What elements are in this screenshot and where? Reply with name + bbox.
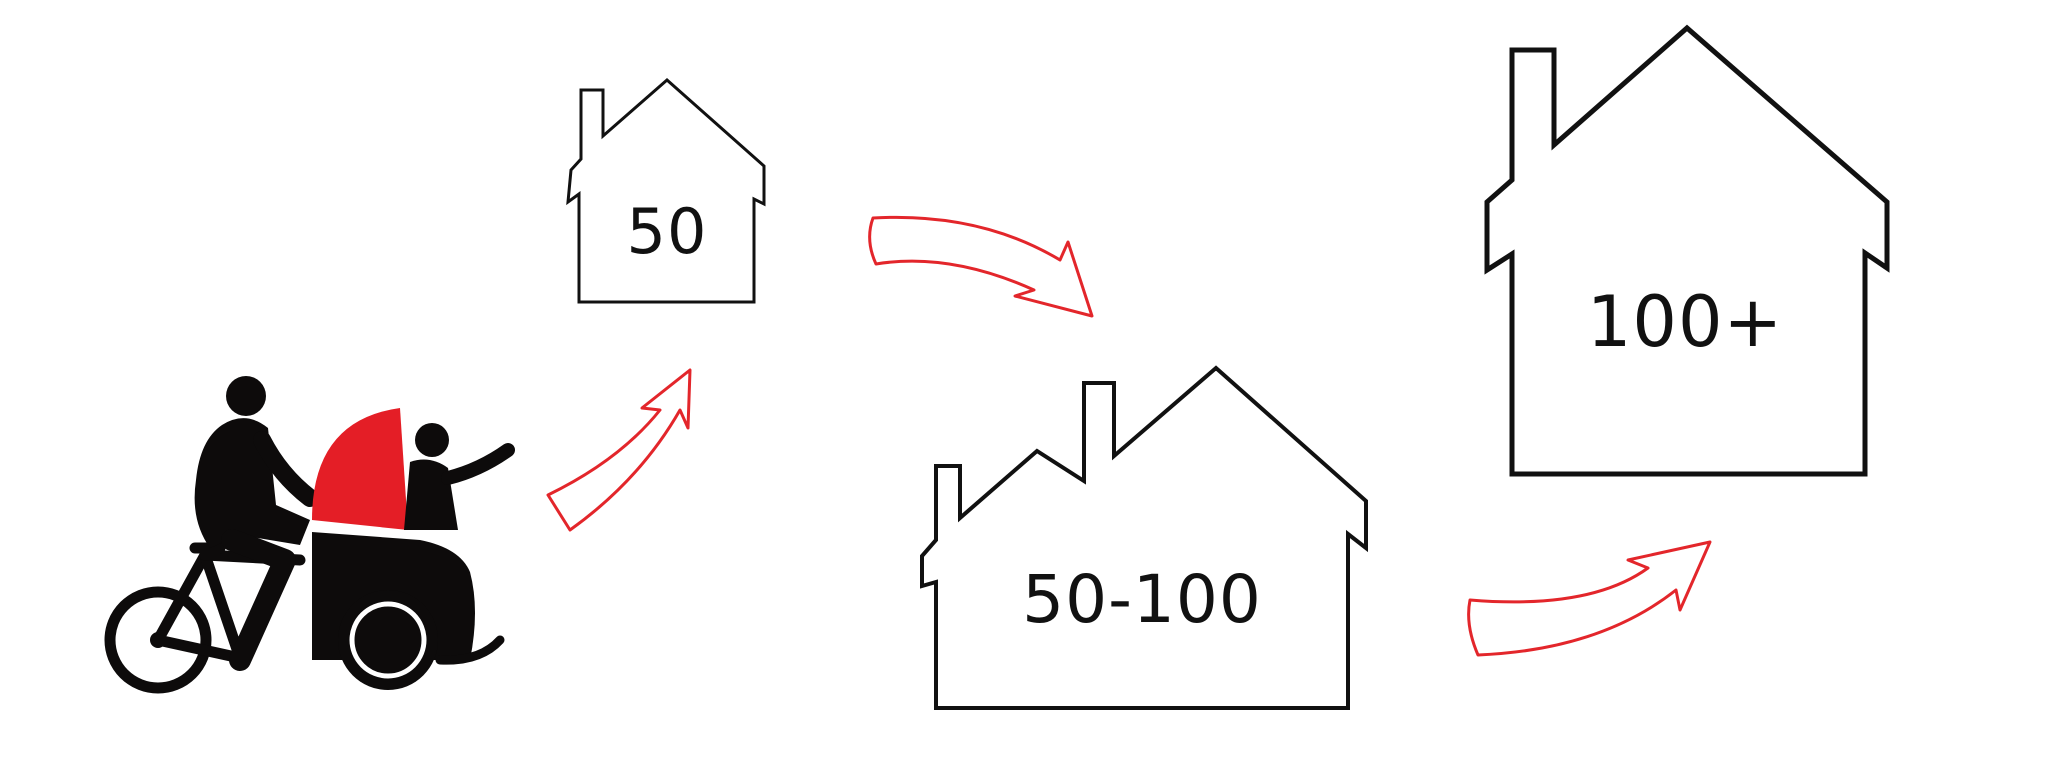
passenger-head bbox=[415, 423, 449, 457]
seat-divider bbox=[311, 525, 413, 539]
rider-head bbox=[226, 376, 266, 416]
rider-torso bbox=[194, 418, 310, 548]
front-wheel bbox=[104, 586, 212, 694]
passenger-arm bbox=[441, 443, 515, 485]
passenger-body bbox=[404, 459, 458, 530]
medium-house-outline bbox=[920, 365, 1368, 710]
small-house-outline bbox=[566, 78, 766, 304]
footrest bbox=[435, 635, 505, 665]
large-house-outline bbox=[1484, 24, 1890, 477]
medium-house-label: 50-100 bbox=[1022, 561, 1262, 638]
large-house-label: 100+ bbox=[1586, 281, 1784, 363]
arrow-1-icon bbox=[546, 368, 692, 532]
arrow-2-icon bbox=[868, 215, 1094, 318]
rider-leg bbox=[221, 529, 296, 671]
trishaw-icon bbox=[104, 376, 515, 694]
red-canopy bbox=[312, 408, 408, 530]
rear-wheel-rim bbox=[349, 601, 427, 679]
small-house-label: 50 bbox=[626, 195, 708, 268]
rider-arm bbox=[253, 431, 319, 507]
arrow-3-icon bbox=[1467, 540, 1712, 657]
